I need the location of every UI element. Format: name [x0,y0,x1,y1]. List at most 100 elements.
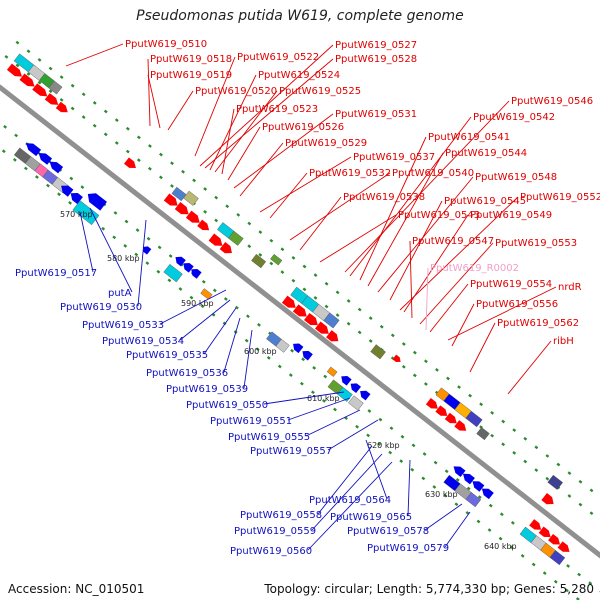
gene-shape [292,304,307,317]
gene-arrow [425,398,438,409]
gene-box [326,366,338,377]
gene-arrow [208,233,223,246]
gene-arrow [538,526,551,538]
leader-line [349,116,472,277]
gene-shape [453,466,466,477]
tick-label: 600 kbp [244,347,277,356]
gene-shape [476,427,490,441]
leader-line [209,74,257,171]
gene-shape [481,488,494,500]
leader-line [424,503,463,531]
gene-arrow [548,533,561,545]
gene-shape [200,288,213,300]
genome-backbone [0,84,600,559]
gene-shape [183,262,194,273]
gene-shape [548,533,561,545]
gene-box [200,288,213,300]
leader-line [89,207,133,293]
gene-shape [55,101,68,113]
gene-shape [370,344,386,360]
gene-arrow [87,193,107,211]
gene-box [476,427,490,441]
gene-shape [323,312,340,329]
gene-label: putA [108,288,132,299]
gene-shape [549,550,566,566]
gene-shape [326,330,339,342]
gene-box [48,80,63,95]
gene-shape [44,93,59,105]
gene-label: PputW619_0556 [476,299,558,310]
leader-line [269,172,308,219]
accession-text: Accession: NC_010501 [8,582,145,596]
leader-line [344,100,510,273]
gene-shape [360,390,371,401]
leader-line [409,240,413,319]
gene-arrow [38,152,53,165]
gene-label: PputW619_0523 [236,104,318,115]
gene-arrow [183,262,194,273]
gene-label: PputW619_0560 [230,546,312,557]
gene-box [547,474,563,490]
gene-box [275,338,290,353]
gene-arrow [350,383,362,394]
gene-arrow [124,157,136,168]
tick-label: 640 kbp [484,542,517,551]
leader-line [159,289,227,325]
gene-arrow [292,304,307,317]
gene-arrow [341,375,352,386]
gene-shape [392,354,401,363]
leader-line [214,90,278,173]
leader-line [425,267,429,331]
gene-box [72,200,100,226]
gene-label: PputW619_0554 [470,279,552,290]
gene-label: PputW619_0524 [258,70,340,81]
gene-label: PputW619_0520 [195,86,277,97]
gene-shape [541,493,554,505]
gene-shape [124,157,136,168]
gene-arrow [175,256,186,267]
gene-shape [19,73,35,87]
gene-shape [293,343,304,354]
gene-arrow [444,412,457,424]
gene-arrow [302,350,313,361]
gene-arrow [472,481,485,492]
map-title: Pseudomonas putida W619, complete genome [136,8,464,24]
gene-shape [281,295,296,308]
leader-line [319,214,397,263]
leader-line [221,108,235,175]
leader-line [287,397,351,421]
gene-arrow [326,330,339,342]
gene-shape [49,161,64,174]
gene-shape [444,412,457,424]
gene-label: nrdR [558,282,582,293]
gene-arrow [61,185,74,197]
gene-shape [191,269,202,279]
leader-line [429,283,469,333]
gene-shape [197,219,210,231]
gene-shape [163,193,178,206]
gene-shape [61,185,74,197]
gene-shape [462,473,475,485]
gene-shape [302,350,313,361]
gene-arrow [392,354,401,363]
gene-label: PputW619_0535 [126,350,208,361]
gene-box [348,395,364,411]
leader-line [399,196,519,311]
gene-label: PputW619_0579 [367,543,449,554]
leader-line [327,419,379,451]
gene-shape [348,395,364,411]
gene-arrow [185,210,200,223]
gene-label: PputW619_0517 [15,268,97,279]
gene-label: PputW619_0531 [335,109,417,120]
leader-line [419,242,494,325]
gene-box [465,410,483,428]
tick-label: 620 kbp [367,441,400,450]
gene-arrow [174,202,189,215]
gene-box [183,190,199,206]
gene-shape [25,143,42,157]
gene-arrow [191,269,202,279]
leader-line [137,219,147,307]
leader-line [239,142,284,197]
tick-label: 580 kbp [107,254,140,263]
